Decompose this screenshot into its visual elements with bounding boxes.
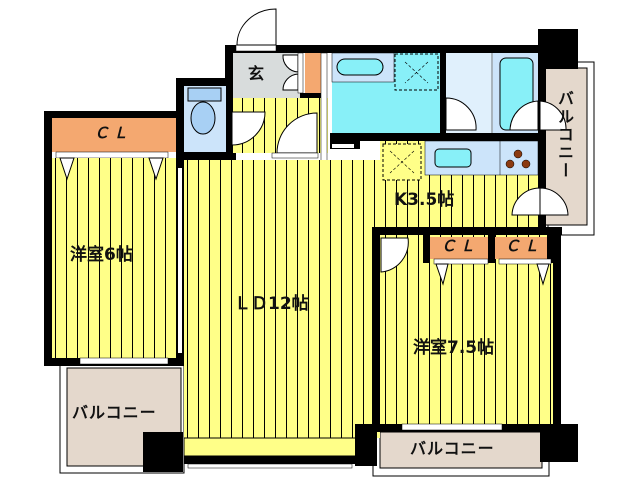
western-room-6-label: 洋室6帖 <box>70 245 133 265</box>
toilet-bowl <box>190 101 216 135</box>
closet-right-1-label: ＣＬ <box>441 237 480 255</box>
balcony-left-area <box>59 364 185 474</box>
closet-right-1-box <box>430 237 488 259</box>
toilet-tank <box>187 87 222 102</box>
stove-burner <box>513 149 523 159</box>
kitchen-label: K3.5帖 <box>394 190 455 210</box>
closet-left-label: ＣＬ <box>94 124 133 142</box>
shoe-closet <box>305 53 321 93</box>
entrance-door-swing <box>236 8 277 46</box>
living-dining-label: ＬＤ12帖 <box>234 294 309 314</box>
closet-right-2-box <box>495 237 547 259</box>
balcony-bottom-area <box>372 424 578 477</box>
living-dining-floor <box>184 160 380 438</box>
western-room-7-5-label: 洋室7.5帖 <box>413 338 495 358</box>
balcony-right-label: バルコニー <box>555 90 574 180</box>
entrance-label: 玄 <box>248 64 265 83</box>
kitchen-sink <box>434 148 472 168</box>
balcony-bottom-label: バルコニー <box>410 439 495 458</box>
closet-left-box <box>52 118 176 152</box>
bathtub <box>336 58 384 76</box>
western-room-6-floor <box>52 158 176 358</box>
balcony-left-label: バルコニー <box>72 403 157 422</box>
western-room-7-5-floor <box>380 235 553 425</box>
closet-right-2-label: ＣＬ <box>505 237 544 255</box>
